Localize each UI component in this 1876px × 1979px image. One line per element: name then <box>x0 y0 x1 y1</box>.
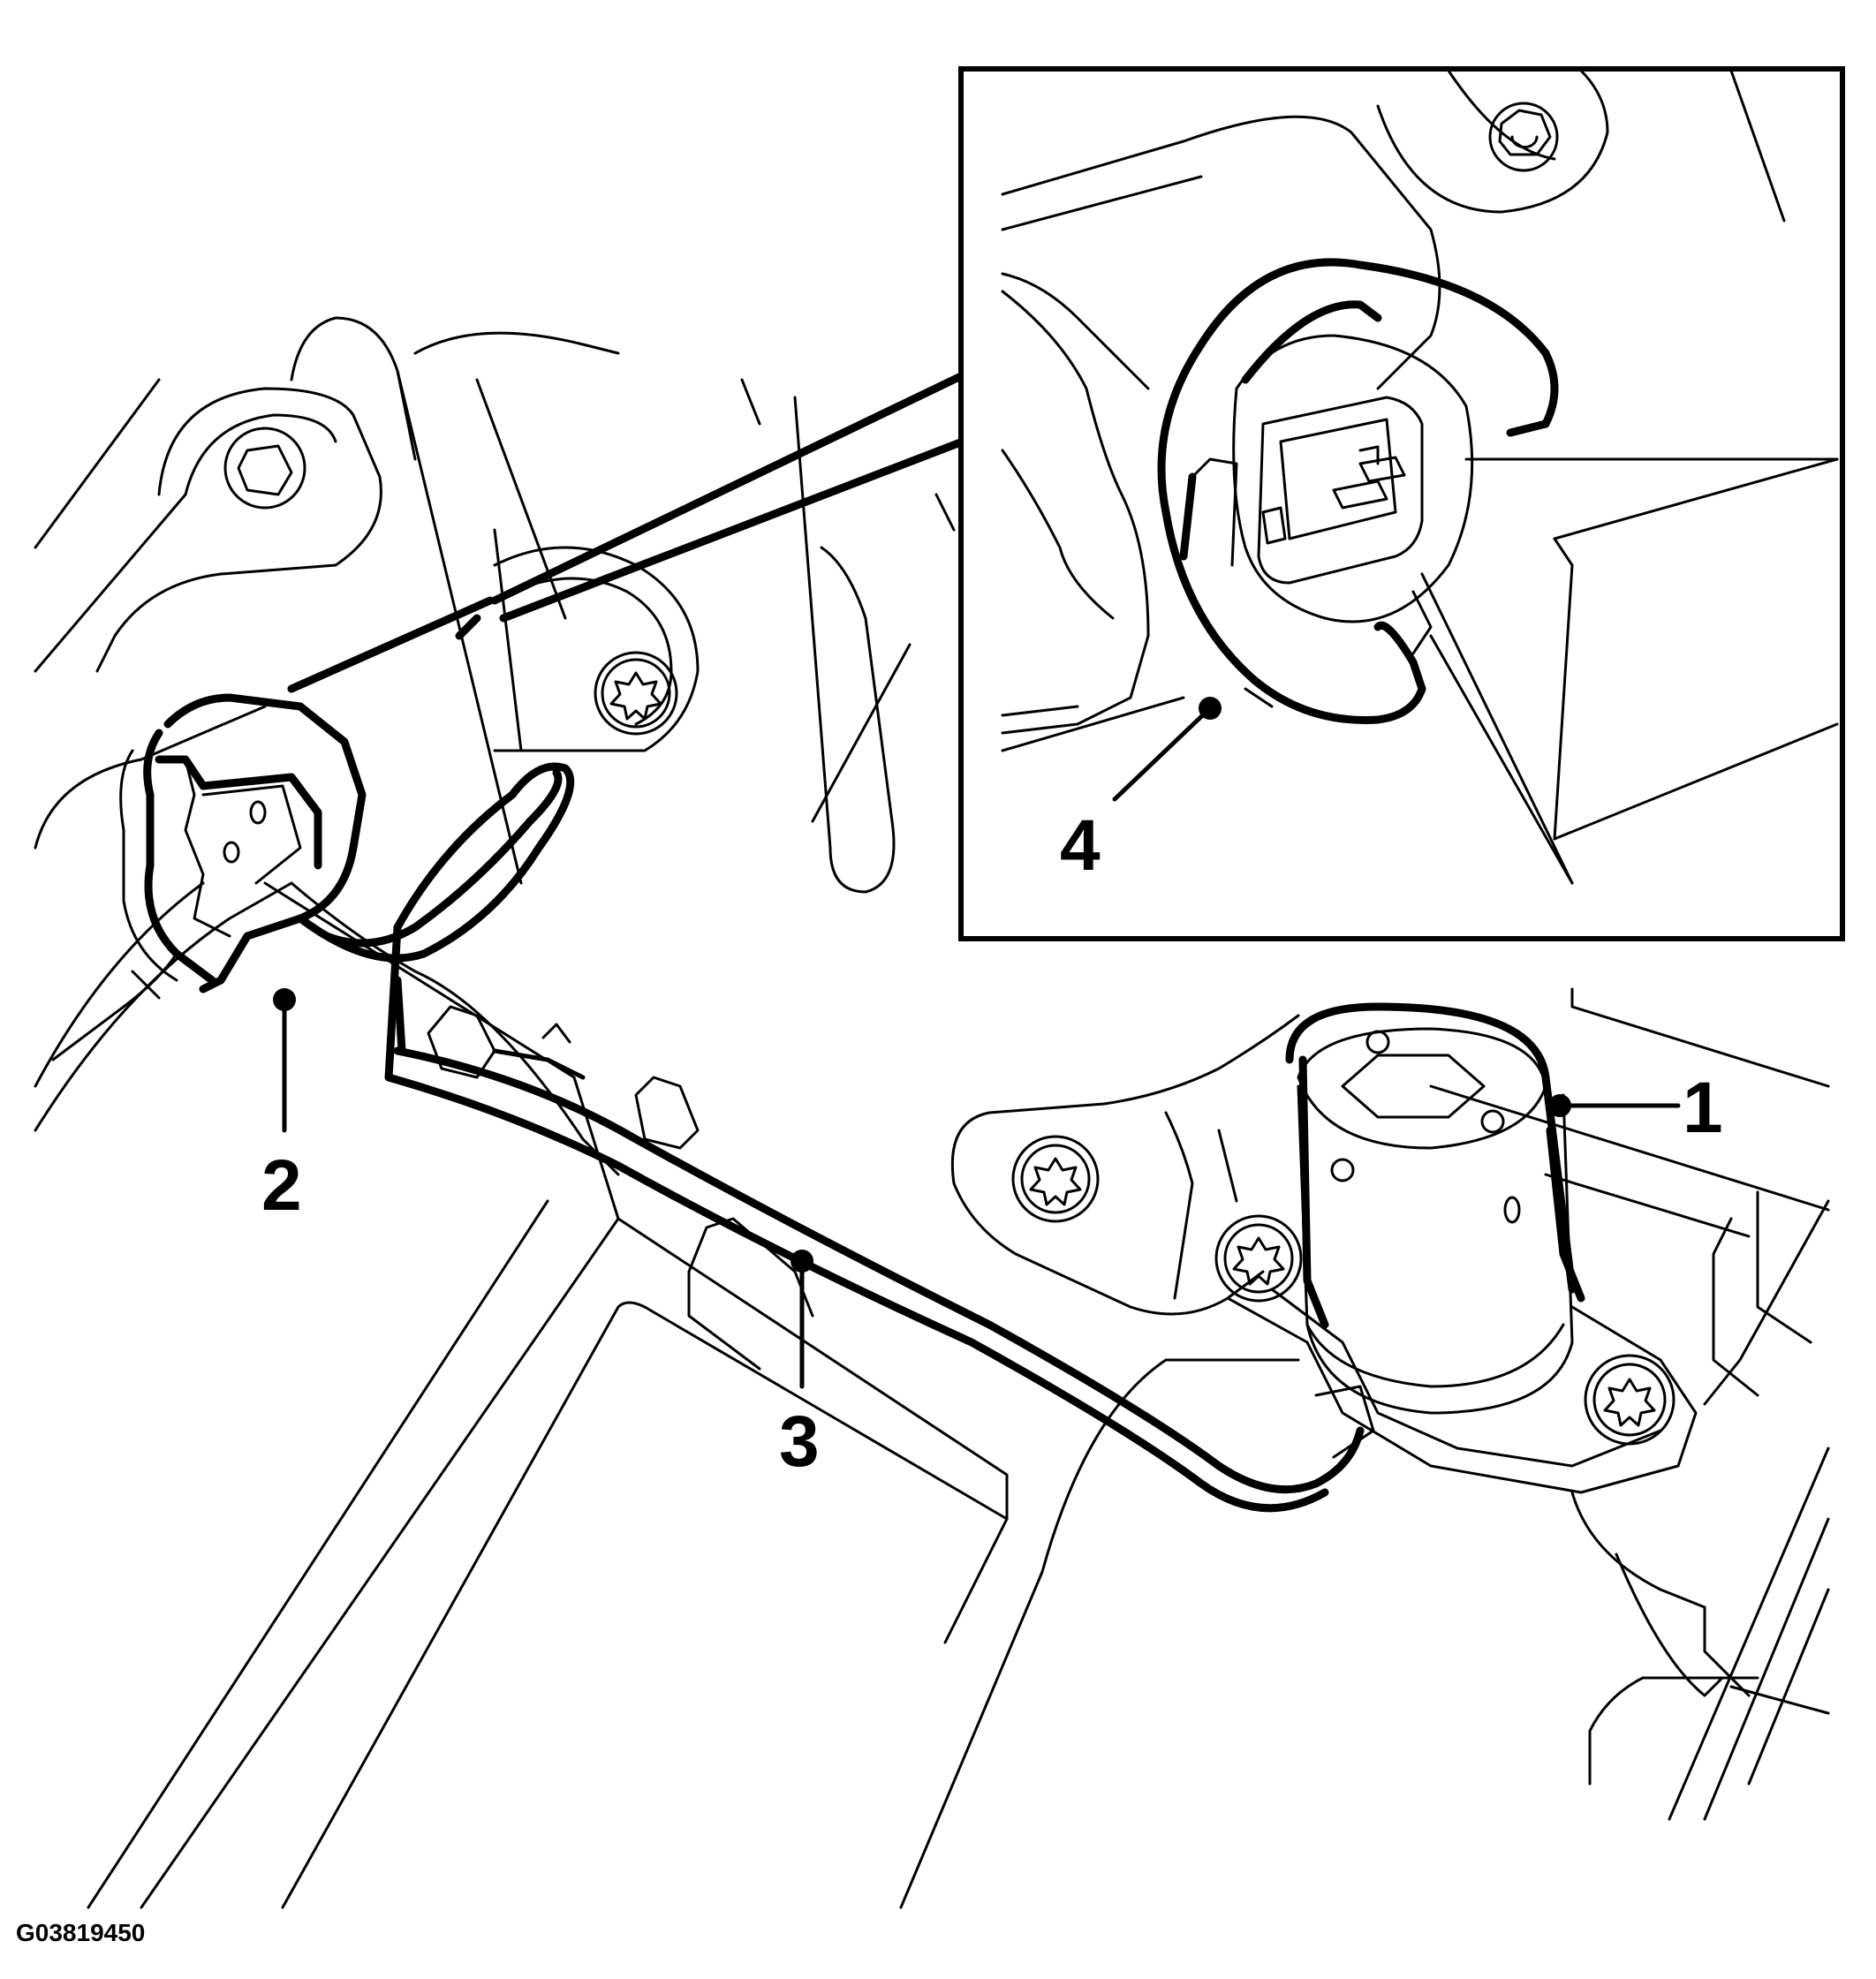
connector <box>119 693 575 1082</box>
housing-outline <box>34 316 1830 1909</box>
torx-bolt-icon <box>1011 1135 1100 1223</box>
callout-label-4: 4 <box>1060 805 1101 886</box>
torx-bolt-icon <box>1214 1214 1303 1303</box>
inset-pointer <box>287 371 967 693</box>
callout-2: 2 <box>261 988 302 1226</box>
callout-label-2: 2 <box>261 1145 302 1226</box>
callout-label-3: 3 <box>779 1401 820 1482</box>
torx-bolt-icon <box>1584 1354 1676 1446</box>
figure-id: G03819450 <box>16 1919 145 1946</box>
sensor <box>1226 1002 1698 1494</box>
callout-1: 1 <box>1548 1068 1723 1148</box>
callout-label-1: 1 <box>1683 1068 1723 1148</box>
callout-4: 4 <box>1060 697 1222 886</box>
hex-nut-icon <box>1488 102 1559 172</box>
connector-body <box>1232 334 1474 655</box>
detail-inset <box>958 66 1845 941</box>
callout-3: 3 <box>779 1250 820 1482</box>
connector-retaining-clip <box>1157 258 1559 724</box>
wiring-harness <box>384 1005 1375 1513</box>
hex-nut-icon <box>223 427 306 510</box>
inset-casting-outline <box>1001 69 1839 885</box>
torx-bolt-icon <box>594 651 678 736</box>
